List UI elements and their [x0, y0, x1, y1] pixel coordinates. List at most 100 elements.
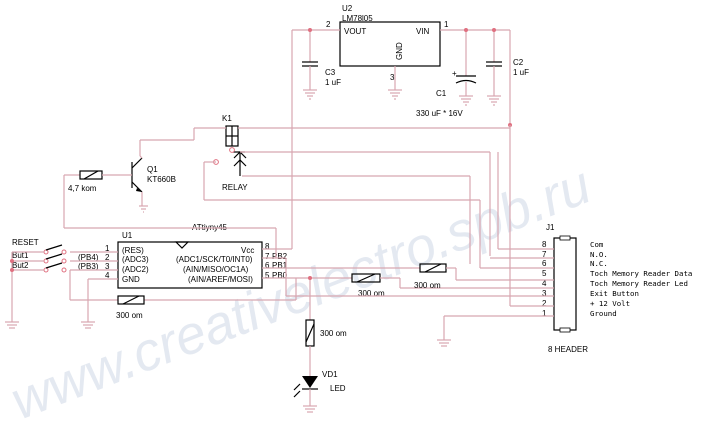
svg-text:8: 8	[265, 242, 270, 251]
svg-text:(ADC3): (ADC3)	[122, 255, 149, 264]
svg-text:(ADC1/SCK/T0/INT0): (ADC1/SCK/T0/INT0)	[176, 255, 253, 264]
header-part: 8 HEADER	[548, 345, 588, 354]
mcu-right-pin: Vcc 8	[241, 242, 270, 255]
svg-text:Vcc: Vcc	[241, 246, 254, 255]
header-j1: J1 8 HEADER 8 Com 7 N.O. 6 N.C. 5 Toch M…	[542, 223, 692, 354]
switch-label: RESET	[12, 238, 39, 247]
resistor-base: 4,7 kom	[63, 170, 120, 228]
svg-text:Ground: Ground	[590, 309, 617, 318]
svg-text:(RES): (RES)	[122, 246, 144, 255]
svg-text:N.C.: N.C.	[590, 259, 608, 268]
c2-value: 1 uF	[513, 68, 529, 77]
led-ref: VD1	[322, 370, 338, 379]
header-pin: 1 Ground	[542, 309, 617, 318]
c2-ref: C2	[513, 58, 524, 67]
svg-text:4: 4	[542, 279, 547, 288]
svg-text:PB0: PB0	[272, 271, 288, 280]
svg-text:+: +	[452, 69, 457, 78]
mcu-left-pin: 4 GND	[105, 271, 140, 284]
header-pin: 4 Toch Memory Reader Led	[542, 279, 688, 288]
svg-text:+ 12 Volt: + 12 Volt	[590, 299, 630, 308]
mcu-body	[117, 241, 263, 289]
regulator-pin-vout: 2	[326, 20, 331, 29]
mcu-left-pin: (PB4) 2 (ADC3)	[78, 253, 149, 264]
transistor-part: KT660B	[147, 175, 176, 184]
mcu-right-pin: (AIN/MISO/OC1A) 6 PB1	[183, 261, 288, 274]
svg-text:4: 4	[105, 271, 110, 280]
r-pb0-value: 300 om	[358, 289, 385, 298]
regulator-body	[339, 21, 441, 67]
relay-ref: K1	[222, 114, 232, 123]
c1-value: 330 uF * 16V	[416, 109, 463, 118]
svg-text:2: 2	[105, 253, 110, 262]
mcu-right-pin: (ADC1/SCK/T0/INT0) 7 PB2	[176, 252, 288, 264]
header-pin: 3 Exit Button	[542, 289, 639, 298]
svg-text:(ADC2): (ADC2)	[122, 265, 149, 274]
header-pin: 5 Toch Memory Reader Data	[542, 269, 692, 278]
r-led-value: 300 om	[320, 329, 347, 338]
svg-text:Exit Button: Exit Button	[590, 289, 639, 298]
regulator-vin-label: VIN	[416, 27, 430, 36]
header-pin: 8 Com	[542, 240, 604, 249]
svg-text:Toch Memory Reader Led: Toch Memory Reader Led	[590, 279, 688, 288]
svg-text:PB1: PB1	[272, 261, 288, 270]
mcu-ref: U1	[122, 231, 133, 240]
svg-text:(AIN/AREF/MOSI): (AIN/AREF/MOSI)	[188, 275, 253, 284]
c1-ref: C1	[436, 89, 447, 98]
capacitor-c2: C2 1 uF	[486, 30, 529, 106]
c3-ref: C3	[325, 68, 336, 77]
switch-reset: RESET	[12, 238, 67, 255]
svg-text:6: 6	[542, 259, 547, 268]
svg-text:3: 3	[105, 262, 110, 271]
svg-text:(PB3): (PB3)	[78, 262, 99, 271]
switch-label: But2	[12, 261, 29, 270]
svg-text:3: 3	[542, 289, 547, 298]
svg-text:5: 5	[265, 271, 270, 280]
svg-text:N.O.: N.O.	[590, 250, 608, 259]
relay-label: RELAY	[222, 183, 248, 192]
transistor-q1: Q1 KT660B	[131, 157, 176, 193]
svg-text:7: 7	[542, 250, 547, 259]
r-pb1-value: 300 om	[414, 281, 441, 290]
switch-but2: But2	[12, 261, 67, 273]
svg-text:1: 1	[105, 244, 110, 253]
resistor-r-pb1: 300 om	[412, 263, 540, 290]
svg-text:2: 2	[542, 299, 547, 308]
header-body	[553, 237, 577, 331]
transistor-ref: Q1	[147, 165, 158, 174]
led-label: LED	[330, 384, 346, 393]
regulator-ref: U2	[342, 4, 353, 13]
capacitor-c1: + C1 330 uF * 16V	[416, 30, 477, 118]
resistor-r-led: 300 om	[305, 319, 347, 347]
led-vd1: VD1 LED	[293, 370, 346, 398]
svg-text:GND: GND	[122, 275, 140, 284]
relay-k1: K1 RELAY	[222, 114, 248, 192]
svg-text:6: 6	[265, 261, 270, 270]
watermark: www.creativelectro.spb.ru	[3, 155, 599, 429]
resistor-r-gnd: 300 om	[116, 295, 145, 320]
svg-text:PB2: PB2	[272, 252, 288, 261]
mcu-left-pin: 1 (RES)	[105, 244, 144, 255]
regulator-pin-vin: 1	[444, 20, 449, 29]
svg-text:7: 7	[265, 252, 270, 261]
resistor-r-pb0: 300 om	[350, 273, 540, 298]
base-resistor-value: 4,7 kom	[68, 184, 97, 193]
switch-label: But1	[12, 251, 29, 260]
r-gnd-value: 300 om	[116, 311, 143, 320]
svg-text:(PB4): (PB4)	[78, 253, 99, 262]
regulator-pin-gnd: 3	[390, 73, 395, 82]
c3-value: 1 uF	[325, 78, 341, 87]
svg-text:8: 8	[542, 240, 547, 249]
regulator-gnd-label: GND	[395, 42, 404, 60]
regulator-u2: U2 LM78l05 VOUT VIN GND 2 1 3	[326, 4, 449, 82]
capacitor-c3: C3 1 uF	[302, 30, 341, 100]
mcu-left-pin: (PB3) 3 (ADC2)	[78, 262, 149, 274]
switch-but1: But1	[12, 251, 67, 264]
regulator-part: LM78l05	[342, 14, 373, 23]
svg-text:Toch Memory Reader Data: Toch Memory Reader Data	[590, 269, 692, 278]
header-pin: 7 N.O.	[542, 250, 608, 259]
regulator-vout-label: VOUT	[344, 27, 366, 36]
header-pin: 2 + 12 Volt	[542, 299, 630, 308]
svg-text:1: 1	[542, 309, 547, 318]
